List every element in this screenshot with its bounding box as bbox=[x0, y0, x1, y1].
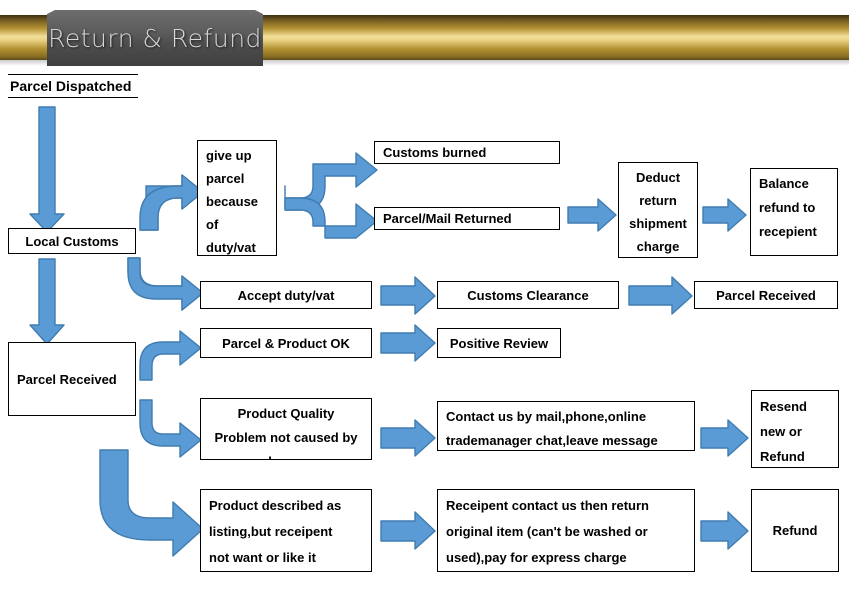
product-quality-line-1: Product Quality bbox=[237, 406, 335, 421]
arrow-customs-clearance-to-parcel-received bbox=[628, 276, 693, 315]
node-accept-duty-vat[interactable]: Accept duty/vat bbox=[200, 281, 372, 309]
header-bar-shadow bbox=[0, 60, 849, 66]
node-deduct-return-charge[interactable]: Deduct return shipment charge bbox=[618, 162, 698, 258]
product-described-line-1: Product described as bbox=[209, 498, 342, 513]
arrow-product-described-to-recipient-return bbox=[380, 511, 436, 550]
arrow-accept-duty-to-customs-clearance bbox=[380, 276, 436, 315]
arrow-give-up-parcel-split bbox=[284, 152, 378, 211]
arrow-local-customs-to-give-up-parcel-curve bbox=[139, 174, 204, 231]
node-parcel-received-left[interactable]: Parcel Received bbox=[8, 342, 136, 416]
node-contact-us[interactable]: Contact us by mail,phone,online trademan… bbox=[437, 401, 695, 451]
product-quality-line-2: Problem not caused by bbox=[214, 430, 358, 445]
node-product-described[interactable]: Product described as listing,but receipe… bbox=[200, 489, 372, 572]
product-described-line-3: not want or like it bbox=[209, 550, 316, 565]
arrow-parcel-received-to-parcel-product-ok bbox=[139, 330, 202, 381]
arrow-parcel-product-ok-to-positive-review bbox=[380, 324, 436, 362]
balance-refund-line-2: refund to bbox=[759, 200, 816, 215]
arrow-local-customs-to-parcel-received bbox=[29, 258, 65, 345]
node-balance-refund[interactable]: Balance refund to recepient bbox=[750, 168, 838, 256]
node-product-quality-problem[interactable]: Product Quality Problem not caused by bu… bbox=[200, 398, 372, 460]
node-customs-clearance[interactable]: Customs Clearance bbox=[437, 281, 619, 309]
arrow-local-customs-to-accept-duty bbox=[127, 257, 204, 311]
node-resend-or-refund[interactable]: Resend new or Refund bbox=[751, 390, 839, 468]
node-local-customs[interactable]: Local Customs bbox=[8, 228, 136, 254]
node-parcel-mail-returned[interactable]: Parcel/Mail Returned bbox=[374, 207, 560, 230]
arrow-parcel-received-to-product-quality bbox=[139, 399, 202, 458]
resend-refund-line-3: Refund bbox=[760, 449, 805, 464]
node-recipient-return[interactable]: Receipent contact us then return origina… bbox=[437, 489, 695, 572]
node-parcel-product-ok[interactable]: Parcel & Product OK bbox=[200, 328, 372, 358]
node-refund[interactable]: Refund bbox=[751, 489, 839, 572]
give-up-parcel-line-3: because bbox=[206, 194, 259, 209]
give-up-parcel-line-4: of bbox=[206, 217, 219, 232]
give-up-parcel-line-2: parcel bbox=[206, 171, 245, 186]
page-title: Return & Refund bbox=[48, 23, 262, 53]
deduct-line-4: charge bbox=[636, 239, 680, 254]
node-customs-burned[interactable]: Customs burned bbox=[374, 141, 560, 164]
give-up-parcel-line-1: give up bbox=[206, 148, 252, 163]
arrow-deduct-to-balance-refund bbox=[702, 198, 747, 232]
node-positive-review[interactable]: Positive Review bbox=[437, 328, 561, 358]
balance-refund-line-3: recepient bbox=[759, 224, 817, 239]
arrow-parcel-mail-returned-to-deduct bbox=[567, 198, 617, 232]
resend-refund-line-1: Resend bbox=[760, 399, 807, 414]
recipient-return-line-2: original item (can't be washed or bbox=[446, 524, 648, 539]
arrow-recipient-return-to-refund bbox=[700, 511, 749, 550]
arrow-parcel-received-to-product-described bbox=[99, 449, 204, 557]
node-parcel-dispatched[interactable]: Parcel Dispatched bbox=[8, 74, 138, 98]
arrow-contact-us-to-resend-refund bbox=[700, 419, 749, 457]
arrow-product-quality-to-contact-us bbox=[380, 419, 436, 457]
header-title-plate: Return & Refund bbox=[47, 10, 263, 66]
arrow-give-up-parcel-split-lower bbox=[284, 197, 378, 239]
arrow-local-customs-to-accept-duty-solid bbox=[127, 257, 204, 311]
deduct-line-3: shipment bbox=[629, 216, 687, 231]
arrow-parcel-dispatched-to-local-customs bbox=[29, 106, 65, 233]
recipient-return-line-1: Receipent contact us then return bbox=[446, 498, 649, 513]
product-quality-line-3: buyer bbox=[201, 450, 371, 459]
contact-us-line-2: trademanager chat,leave message bbox=[446, 433, 658, 448]
recipient-return-line-3: used),pay for express charge bbox=[446, 550, 627, 565]
deduct-line-2: return bbox=[639, 193, 677, 208]
arrow-local-customs-to-give-up-parcel bbox=[139, 174, 204, 231]
node-parcel-received-right[interactable]: Parcel Received bbox=[694, 281, 838, 309]
resend-refund-line-2: new or bbox=[760, 424, 802, 439]
node-give-up-parcel[interactable]: give up parcel because of duty/vat bbox=[197, 140, 277, 256]
deduct-line-1: Deduct bbox=[635, 170, 681, 185]
balance-refund-line-1: Balance bbox=[759, 176, 809, 191]
contact-us-line-1: Contact us by mail,phone,online bbox=[446, 409, 647, 424]
give-up-parcel-line-5: duty/vat bbox=[206, 240, 256, 255]
product-described-line-2: listing,but receipent bbox=[209, 524, 333, 539]
